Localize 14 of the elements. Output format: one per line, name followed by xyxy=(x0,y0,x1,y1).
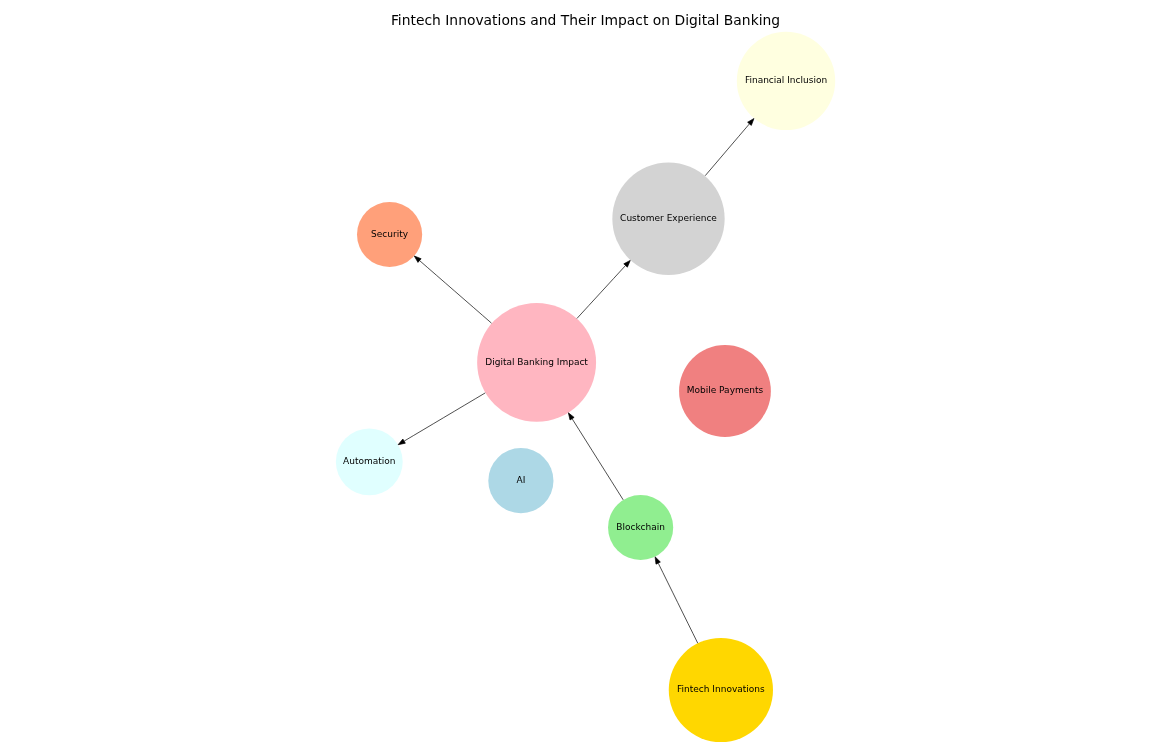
node-circle: Financial Inclusion xyxy=(736,31,835,131)
node-circle: AI xyxy=(487,448,553,514)
node-circle: Mobile Payments xyxy=(678,345,771,437)
arrow xyxy=(397,392,486,445)
arrow xyxy=(704,118,754,177)
node-circle: Customer Experience xyxy=(611,162,725,275)
arrow xyxy=(567,412,624,501)
arrow xyxy=(413,255,492,324)
node-circle: Automation xyxy=(335,428,403,496)
arrow xyxy=(654,556,698,644)
diagram-title: Fintech Innovations and Their Impact on Digital Banking xyxy=(390,11,780,28)
node-circle: Fintech Innovations xyxy=(668,637,773,743)
node-circle: Blockchain xyxy=(607,494,673,561)
arrow xyxy=(576,260,631,319)
